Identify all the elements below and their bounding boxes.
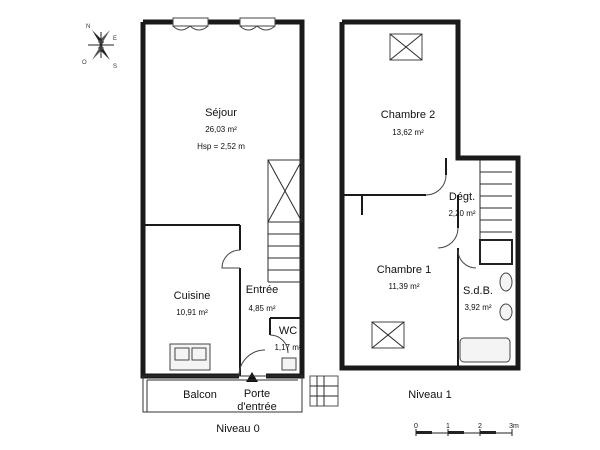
room-name-entree: Entrée — [246, 284, 278, 296]
room-area-sdb: 3,92 m² — [464, 303, 491, 312]
compass-s: S — [113, 64, 117, 70]
room-area-cuisine: 10,91 m² — [176, 308, 208, 317]
compass-e: E — [113, 36, 117, 42]
room-name-cuisine: Cuisine — [174, 290, 211, 302]
bathtub-icon — [459, 337, 511, 363]
level-1-plan: Chambre 2 13,62 m² Dégt. 2,20 m² Chambre… — [339, 19, 521, 401]
room-area-degt: 2,20 m² — [448, 209, 475, 218]
room-name-sdb: S.d.B. — [463, 285, 493, 297]
room-area-entree: 4,85 m² — [248, 304, 275, 313]
door-cuisine — [221, 249, 241, 269]
roof-window-chambre2 — [389, 33, 423, 61]
level0-title: Niveau 0 — [216, 423, 259, 435]
toilet-icon — [281, 357, 297, 371]
room-name-degt: Dégt. — [449, 191, 475, 203]
level0-outer-wall — [140, 22, 239, 379]
compass-rose-icon: N E S O — [82, 24, 117, 70]
scale-tick-3: 3m — [509, 423, 519, 430]
toilet-icon-level1 — [499, 303, 513, 321]
room-area-chambre1: 11,39 m² — [389, 282, 420, 291]
room-name-chambre1: Chambre 1 — [377, 264, 431, 276]
room-height-sejour: Hsp = 2,52 m — [197, 142, 245, 151]
window-top-left — [172, 17, 209, 27]
staircase-level0 — [267, 159, 303, 283]
level1-outer-wall — [339, 19, 521, 371]
level1-title: Niveau 1 — [408, 389, 451, 401]
room-name-sejour: Séjour — [205, 107, 237, 119]
compass-n: N — [86, 24, 90, 30]
level0-outer-wall-right — [143, 19, 305, 379]
door-sdb — [457, 249, 477, 269]
window-top-right — [239, 17, 276, 27]
entrance-label-line1: Porte — [244, 388, 270, 400]
scale-tick-0: 0 — [414, 423, 418, 430]
room-area-sejour: 26,03 m² — [205, 125, 237, 134]
door-chambre1 — [437, 227, 459, 249]
room-name-chambre2: Chambre 2 — [381, 109, 435, 121]
scale-bar: 0 1 2 3m — [414, 423, 519, 436]
level-0-plan: Séjour 26,03 m² Hsp = 2,52 m Cuisine 10,… — [140, 17, 339, 435]
compass-o: O — [82, 60, 87, 66]
room-area-wc: 1,17 m² — [274, 343, 301, 352]
washbasin-icon — [499, 272, 513, 292]
entrance-door — [238, 349, 266, 377]
roof-window-chambre1 — [371, 321, 405, 349]
entrance-label-line2: d'entrée — [237, 401, 276, 413]
balcony — [142, 375, 339, 413]
room-name-wc: WC — [279, 325, 297, 337]
door-wc — [269, 334, 289, 354]
staircase-level1 — [479, 160, 513, 265]
room-area-chambre2: 13,62 m² — [392, 128, 424, 137]
scale-tick-1: 1 — [446, 423, 450, 430]
scale-tick-2: 2 — [478, 423, 482, 430]
door-chambre2 — [425, 174, 447, 196]
room-name-balcon: Balcon — [183, 389, 217, 401]
